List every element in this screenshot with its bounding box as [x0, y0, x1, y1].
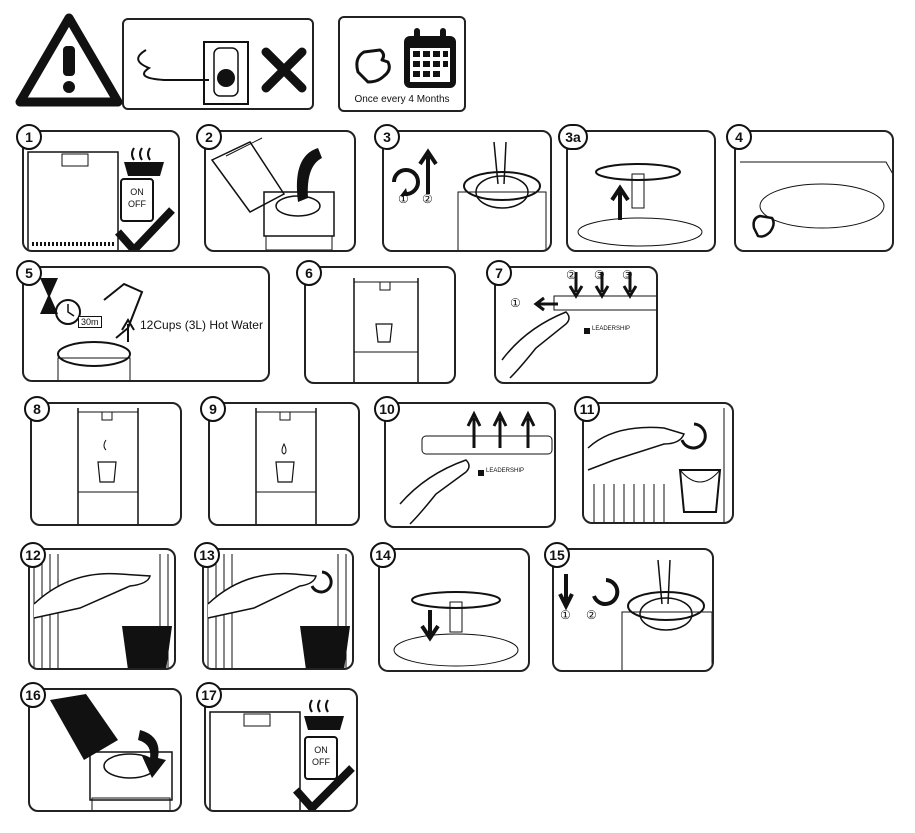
switch-off-label: OFF — [128, 199, 146, 209]
timer-label: 30m — [78, 316, 102, 328]
step-9-number: 9 — [200, 396, 226, 422]
step-17-panel: ON OFF — [204, 688, 358, 812]
power-switch: ON OFF — [120, 178, 154, 222]
step-7-sub-2: ② — [566, 268, 577, 282]
step-15-sub-2: ② — [586, 608, 597, 622]
step-3-sub-1: ① — [398, 192, 409, 206]
step-8-panel — [30, 402, 182, 526]
step-10-brand: LEADERSHIP — [486, 468, 525, 474]
unplug-panel — [122, 18, 314, 110]
step-17-number: 17 — [196, 682, 222, 708]
step-12-number: 12 — [20, 542, 46, 568]
x-cross-icon — [261, 47, 307, 93]
step-11-panel — [582, 402, 734, 524]
step-6-number: 6 — [296, 260, 322, 286]
step-1-number: 1 — [16, 124, 42, 150]
step-16-panel — [28, 688, 182, 812]
step-7-sub-1: ① — [510, 296, 521, 310]
step-10-number: 10 — [374, 396, 400, 422]
step-3-panel: ① ② — [382, 130, 552, 252]
step-3-number: 3 — [374, 124, 400, 150]
step-1-panel: ON OFF — [22, 130, 180, 252]
switch-off-label: OFF — [312, 757, 330, 767]
step-15-number: 15 — [544, 542, 570, 568]
step-11-number: 11 — [574, 396, 600, 422]
step-3a-number: 3a — [558, 124, 588, 150]
switch-on-label: ON — [314, 745, 328, 755]
hot-water-text: 12Cups (3L) Hot Water — [140, 318, 263, 332]
step-5-number: 5 — [16, 260, 42, 286]
step-8-number: 8 — [24, 396, 50, 422]
step-15-sub-1: ① — [560, 608, 571, 622]
switch-on-label: ON — [130, 187, 144, 197]
step-14-panel — [378, 548, 530, 672]
warning-triangle-icon — [15, 13, 123, 107]
step-5-panel: 30m 12Cups (3L) Hot Water — [22, 266, 270, 382]
step-4-panel — [734, 130, 894, 252]
calendar-icon — [404, 28, 456, 88]
step-7-panel: ② ③ ③ ① LEADERSHIP — [494, 266, 658, 384]
step-7-brand: LEADERSHIP — [592, 326, 631, 332]
power-switch-on: ON OFF — [304, 736, 338, 780]
step-16-number: 16 — [20, 682, 46, 708]
step-7-sub-3a: ③ — [594, 268, 605, 282]
step-2-panel — [204, 130, 356, 252]
maintenance-frequency-panel: Once every 4 Months — [338, 16, 466, 112]
step-3-sub-2: ② — [422, 192, 433, 206]
frequency-text: Once every 4 Months — [354, 94, 450, 105]
step-7-sub-3b: ③ — [622, 268, 633, 282]
step-14-number: 14 — [370, 542, 396, 568]
step-13-panel — [202, 548, 354, 670]
step-4-number: 4 — [726, 124, 752, 150]
step-3a-panel — [566, 130, 716, 252]
step-9-panel — [208, 402, 360, 526]
hand-icon — [355, 48, 391, 84]
step-15-panel: ① ② — [552, 548, 714, 672]
step-7-number: 7 — [486, 260, 512, 286]
step-2-number: 2 — [196, 124, 222, 150]
step-12-panel — [28, 548, 176, 670]
step-13-number: 13 — [194, 542, 220, 568]
step-6-panel — [304, 266, 456, 384]
step-10-panel: LEADERSHIP — [384, 402, 556, 528]
